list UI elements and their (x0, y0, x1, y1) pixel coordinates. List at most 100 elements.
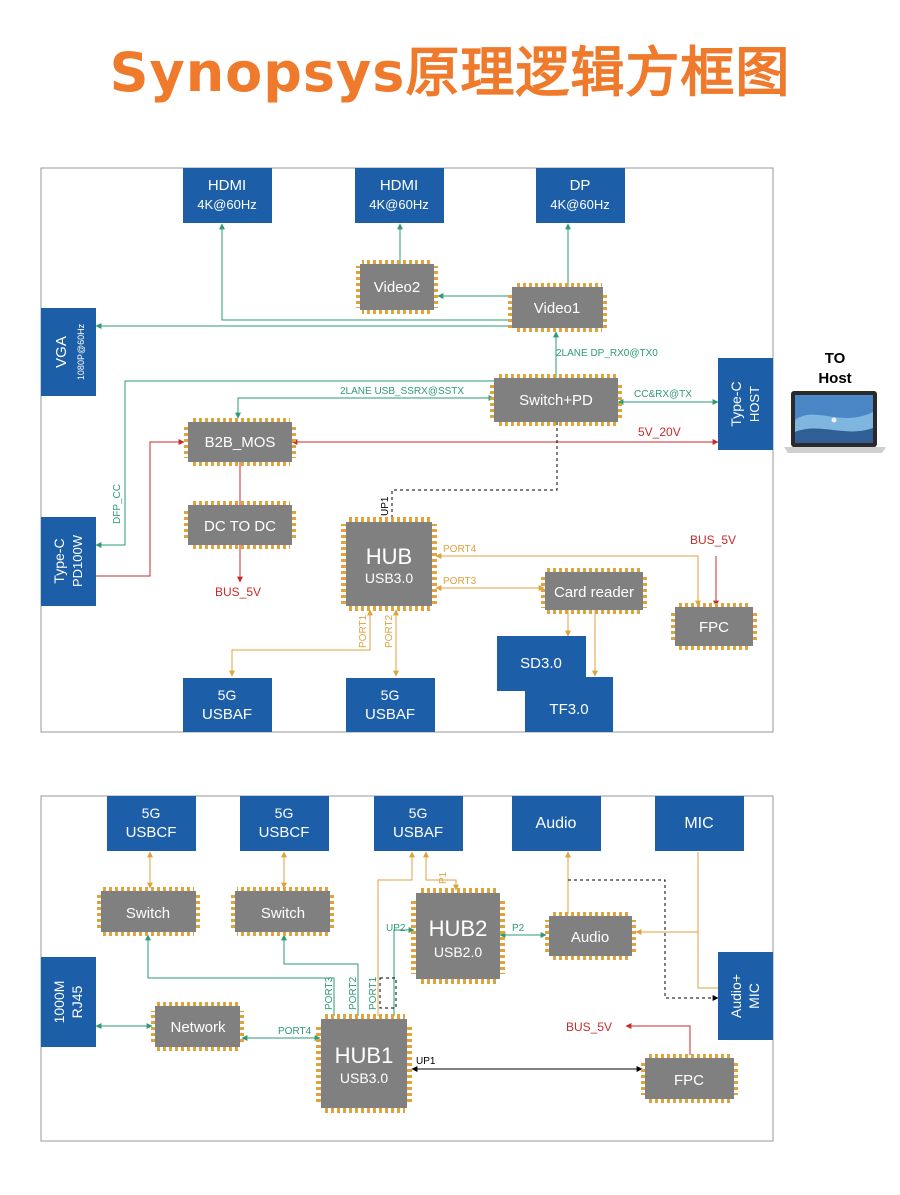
hub1-port3-label: PORT3 (324, 976, 335, 1010)
svg-text:HOST: HOST (747, 386, 762, 422)
svg-text:HDMI: HDMI (208, 177, 246, 194)
svg-text:SD3.0: SD3.0 (520, 655, 562, 672)
usbaf1-box: 5G USBAF (183, 678, 272, 732)
svg-text:FPC: FPC (674, 1072, 704, 1089)
svg-text:USBAF: USBAF (393, 824, 443, 841)
svg-text:USB3.0: USB3.0 (365, 570, 413, 586)
svg-text:HUB1: HUB1 (335, 1043, 394, 1068)
svg-text:4K@60Hz: 4K@60Hz (550, 197, 609, 212)
video1-chip: Video1 (508, 283, 607, 332)
svg-text:1000M: 1000M (51, 981, 67, 1024)
svg-text:DC TO DC: DC TO DC (204, 518, 276, 535)
hub2-chip: HUB2 USB2.0 (411, 888, 505, 984)
svg-text:1080P@60Hz: 1080P@60Hz (76, 323, 86, 380)
usbcf1-box: 5G USBCF (107, 796, 196, 851)
svg-text:Type-C: Type-C (51, 538, 67, 583)
laptop-icon (784, 391, 886, 453)
port1-label: PORT1 (358, 614, 369, 648)
svg-text:Switch: Switch (126, 905, 170, 922)
port2-label: PORT2 (384, 614, 395, 648)
usbcf2-box: 5G USBCF (240, 796, 329, 851)
svg-text:HDMI: HDMI (380, 177, 418, 194)
usb-ssrx-label: 2LANE USB_SSRX@SSTX (340, 386, 464, 397)
svg-text:TF3.0: TF3.0 (549, 701, 588, 718)
svg-text:Type-C: Type-C (728, 381, 744, 426)
hub1-port2-label: PORT2 (348, 976, 359, 1010)
port3-label: PORT3 (443, 576, 477, 587)
audio-chip: Audio (545, 912, 636, 960)
switch1-chip: Switch (97, 887, 200, 936)
p1-label: P1 (438, 871, 449, 884)
svg-text:Video1: Video1 (534, 300, 580, 317)
svg-text:DP: DP (570, 177, 591, 194)
mic-box: MIC (655, 796, 744, 851)
svg-text:USBAF: USBAF (365, 706, 415, 723)
svg-text:USBCF: USBCF (126, 824, 177, 841)
bus5v-label-c: BUS_5V (566, 1020, 612, 1034)
audio-mic-box: Audio+ MIC (718, 952, 773, 1040)
to-host-line1: TO (825, 350, 846, 367)
svg-text:USB2.0: USB2.0 (434, 944, 482, 960)
to-host-line2: Host (818, 370, 851, 387)
svg-text:Audio+: Audio+ (728, 974, 744, 1018)
card-reader-chip: Card reader (541, 568, 647, 614)
svg-text:Audio: Audio (571, 929, 609, 946)
svg-text:5G: 5G (275, 805, 294, 821)
svg-text:Network: Network (170, 1019, 226, 1036)
page-title: Synopsys原理逻辑方框图 (109, 41, 791, 104)
svg-text:Video2: Video2 (374, 279, 420, 296)
svg-text:4K@60Hz: 4K@60Hz (369, 197, 428, 212)
svg-text:USBCF: USBCF (259, 824, 310, 841)
b2b-mos-chip: B2B_MOS (184, 418, 296, 466)
bus5v-label-a: BUS_5V (215, 585, 261, 599)
svg-text:USBAF: USBAF (202, 706, 252, 723)
svg-text:4K@60Hz: 4K@60Hz (197, 197, 256, 212)
up1-label: UP1 (380, 496, 391, 516)
svg-text:B2B_MOS: B2B_MOS (205, 434, 276, 451)
svg-text:USB3.0: USB3.0 (340, 1070, 388, 1086)
hub1-up1-label: UP1 (416, 1056, 436, 1067)
usbaf2-box: 5G USBAF (346, 678, 435, 732)
svg-text:RJ45: RJ45 (69, 985, 85, 1018)
svg-text:5G: 5G (409, 805, 428, 821)
video2-chip: Video2 (356, 260, 438, 314)
svg-text:Audio: Audio (536, 815, 577, 832)
svg-text:MIC: MIC (684, 815, 713, 832)
typec-host-box: Type-C HOST (718, 358, 773, 450)
svg-text:HUB2: HUB2 (429, 916, 488, 941)
svg-text:FPC: FPC (699, 619, 729, 636)
p2-label: P2 (512, 923, 525, 934)
svg-text:VGA: VGA (53, 336, 70, 368)
hub1-chip: HUB1 USB3.0 (316, 1014, 412, 1113)
dp-box: DP 4K@60Hz (536, 168, 625, 223)
hdmi2-box: HDMI 4K@60Hz (355, 168, 444, 223)
fpc-chip-1: FPC (671, 603, 757, 650)
hub1-port4-label: PORT4 (278, 1026, 312, 1037)
svg-text:Switch: Switch (261, 905, 305, 922)
hub-chip: HUB USB3.0 (341, 517, 437, 611)
dc-to-dc-chip: DC TO DC (184, 501, 296, 549)
svg-text:5G: 5G (381, 687, 400, 703)
v5-20-label: 5V_20V (638, 425, 681, 439)
cc-rx-label: CC&RX@TX (634, 389, 692, 400)
up2-label: UP2 (386, 923, 406, 934)
rj45-box: 1000M RJ45 (41, 957, 96, 1047)
hdmi1-box: HDMI 4K@60Hz (183, 168, 272, 223)
bus5v-label-b: BUS_5V (690, 533, 736, 547)
diagram1-frame (40, 167, 774, 733)
svg-text:Card reader: Card reader (554, 584, 634, 601)
usbaf-box: 5G USBAF (374, 796, 463, 851)
audio-box: Audio (512, 796, 601, 851)
svg-text:MIC: MIC (746, 983, 762, 1009)
vga-box: VGA 1080P@60Hz (41, 308, 96, 396)
dp-rx-label: 2LANE DP_RX0@TX0 (556, 348, 658, 359)
network-chip: Network (151, 1002, 244, 1051)
fpc-chip-2: FPC (641, 1054, 738, 1103)
port4-label: PORT4 (443, 544, 477, 555)
tf30-box: TF3.0 (525, 677, 613, 732)
svg-text:HUB: HUB (366, 544, 412, 569)
svg-text:5G: 5G (142, 805, 161, 821)
hub1-port1-label: PORT1 (368, 976, 379, 1010)
typec-pd-box: Type-C PD100W (41, 517, 96, 606)
